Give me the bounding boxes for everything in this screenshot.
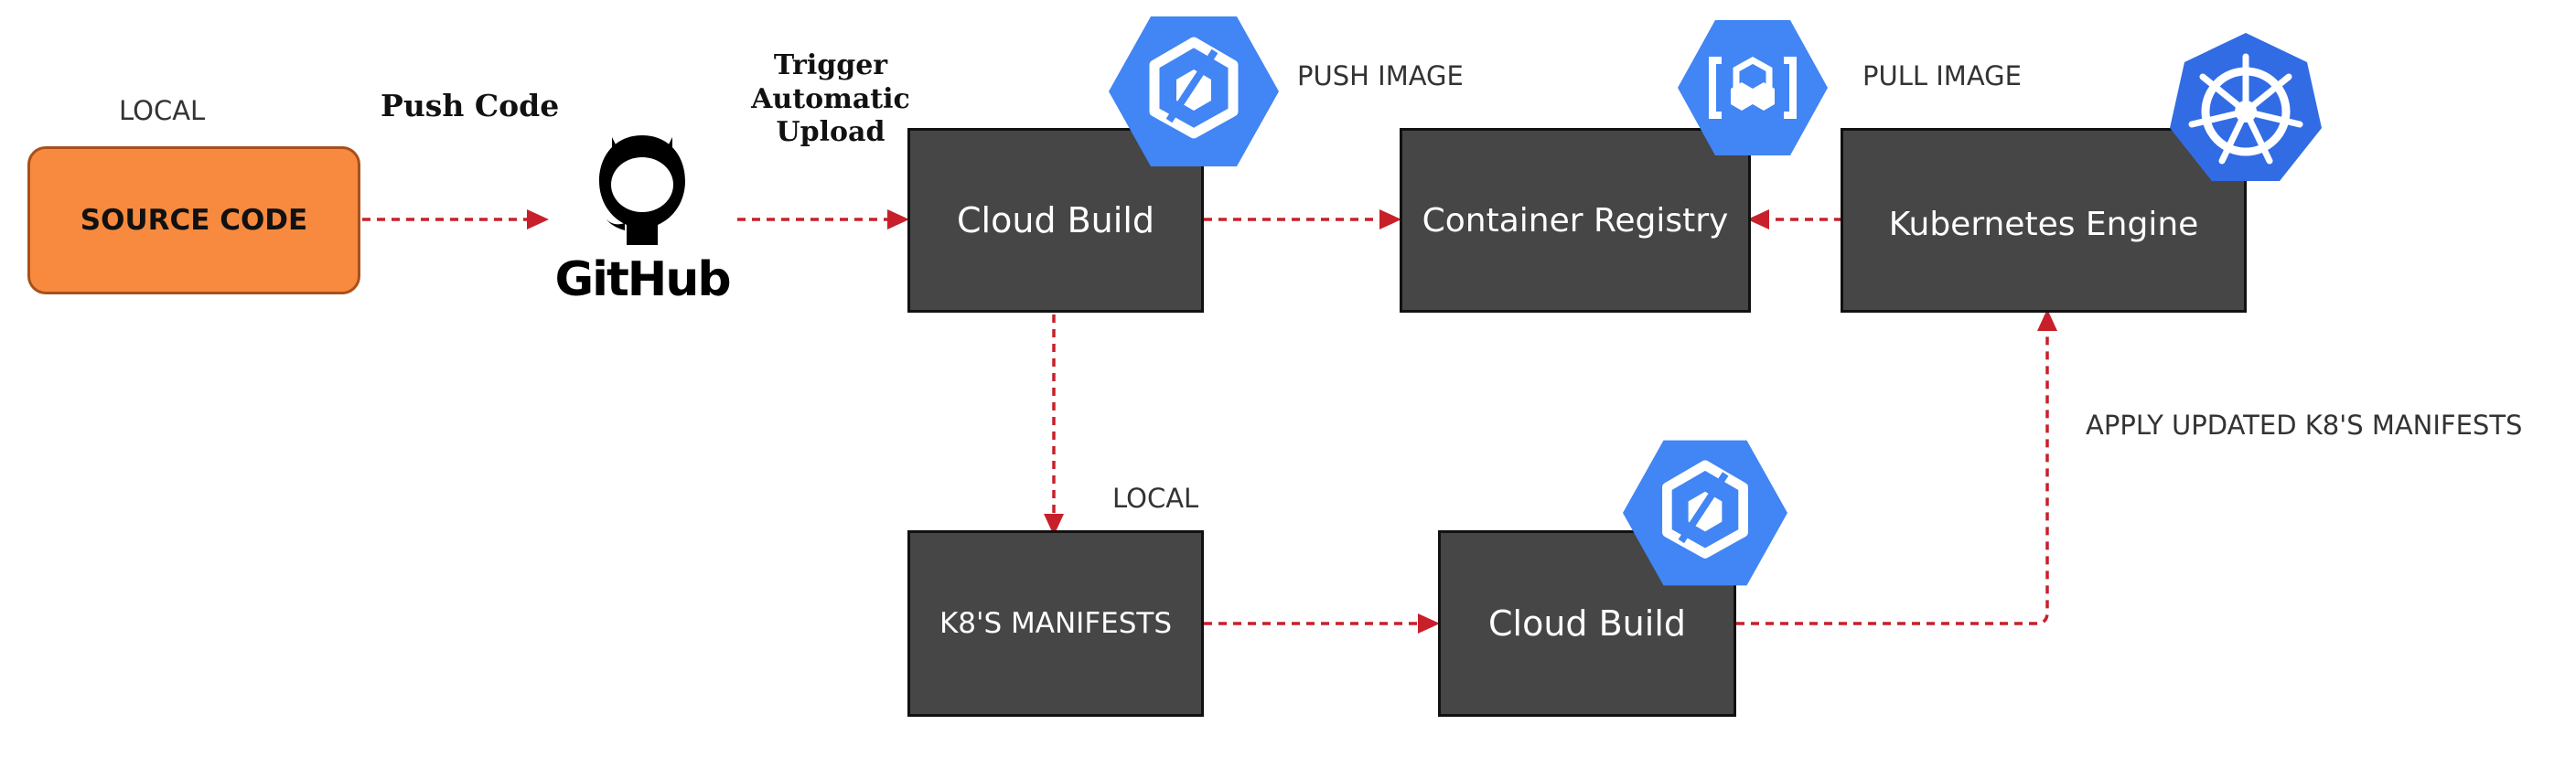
cloud-build-icon xyxy=(1623,440,1787,586)
label-push-code: Push Code xyxy=(381,88,560,123)
label-apply-manifests: APPLY UPDATED K8'S MANIFESTS xyxy=(2086,410,2523,441)
cloud-build-bottom-node[interactable]: Cloud Build xyxy=(1438,530,1736,717)
arrowhead-cloudbuild-top xyxy=(887,209,909,229)
kubernetes-icon xyxy=(2170,33,2322,181)
container-registry-icon xyxy=(1678,20,1828,155)
label-pull-image: PULL IMAGE xyxy=(1862,60,2022,91)
arrow-cloudbuild-to-kubernetes xyxy=(1736,329,2049,625)
kubernetes-engine-label: Kubernetes Engine xyxy=(1888,205,2199,243)
cloud-build-bottom-label: Cloud Build xyxy=(1487,603,1686,644)
k8s-manifests-node[interactable]: K8'S MANIFESTS xyxy=(907,530,1204,717)
label-local-top: LOCAL xyxy=(119,95,206,126)
github-wordmark: GitHub xyxy=(554,252,731,307)
source-code-node[interactable]: SOURCE CODE xyxy=(27,146,360,294)
arrowhead-cloudbuild-bottom xyxy=(1418,613,1440,634)
container-registry-node[interactable]: Container Registry xyxy=(1400,128,1751,313)
source-code-label: SOURCE CODE xyxy=(80,204,308,237)
arrowhead-registry-right xyxy=(1379,209,1401,229)
cloud-build-icon xyxy=(1109,16,1279,166)
label-trigger-automatic-upload: Trigger Automatic Upload xyxy=(748,49,913,150)
github-node[interactable]: GitHub xyxy=(551,124,734,315)
label-push-image: PUSH IMAGE xyxy=(1297,60,1464,91)
arrowhead-manifests xyxy=(1044,514,1064,536)
arrowhead-github xyxy=(527,209,549,229)
label-trigger-line-2: Automatic xyxy=(751,82,910,115)
github-octocat-icon xyxy=(599,135,685,245)
label-trigger-line-3: Upload xyxy=(776,116,886,149)
cloud-build-top-label: Cloud Build xyxy=(956,200,1154,240)
label-local-mid: LOCAL xyxy=(1112,483,1199,514)
kubernetes-engine-node[interactable]: Kubernetes Engine xyxy=(1841,128,2247,313)
arrowhead-registry-left xyxy=(1747,209,1769,229)
container-registry-label: Container Registry xyxy=(1422,201,1729,240)
label-trigger-line-1: Trigger xyxy=(773,49,888,81)
k8s-manifests-label: K8'S MANIFESTS xyxy=(939,607,1173,640)
arrowhead-kubernetes xyxy=(2037,309,2057,331)
